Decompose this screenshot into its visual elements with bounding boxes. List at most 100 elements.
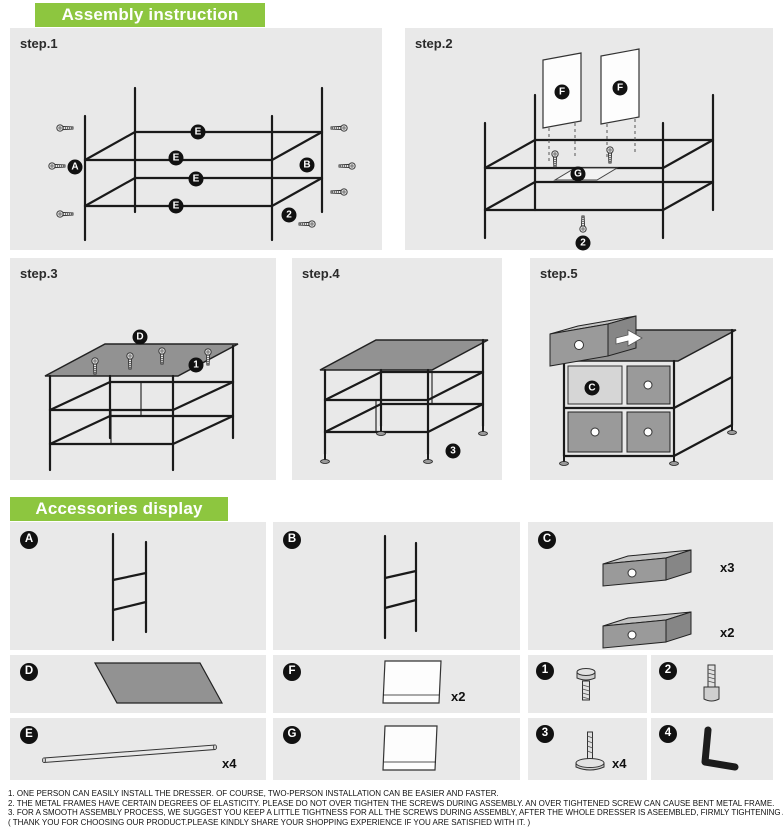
side-frame-left	[83, 86, 137, 242]
accessory-cell-a: A	[10, 522, 266, 650]
drawer-large-qty: x3	[720, 560, 735, 575]
step5-label: step.5	[540, 266, 578, 281]
drawer-being-inserted	[549, 315, 643, 367]
assembly-notes: 1. ONE PERSON CAN EASILY INSTALL THE DRE…	[8, 789, 783, 827]
drawer-box-small	[602, 611, 692, 649]
middle-divider	[553, 167, 619, 181]
step3-frame-drawing	[44, 343, 239, 472]
accessories-title-banner: Accessories display	[10, 497, 228, 521]
step1-label: step.1	[20, 36, 58, 51]
callout-C: C	[584, 380, 600, 396]
foot-icon	[375, 425, 387, 437]
fabric-panel-g-icon	[382, 725, 438, 771]
accessory-cell-b: B	[273, 522, 520, 650]
screw-icon	[298, 220, 316, 228]
badge-E: E	[20, 726, 38, 744]
callout-E: E	[190, 124, 206, 140]
badge-G: G	[283, 726, 301, 744]
step5-dresser-drawing	[549, 315, 738, 467]
accessory-cell-d: D	[10, 655, 266, 713]
callout-2: 2	[281, 207, 297, 223]
side-frame-right	[270, 86, 324, 242]
fabric-panel-f-icon	[382, 660, 442, 704]
badge-2: 2	[659, 662, 677, 680]
fabric-divider-panels	[542, 48, 640, 162]
step2-frame-drawing	[483, 48, 715, 240]
note-2: 2. THE METAL FRAMES HAVE CERTAIN DEGREES…	[8, 798, 775, 808]
callout-3: 3	[445, 443, 461, 459]
badge-1: 1	[536, 662, 554, 680]
callout-A: A	[67, 159, 83, 175]
side-frame-a-icon	[111, 532, 148, 642]
callout-E: E	[168, 150, 184, 166]
side-frame-b-icon	[383, 534, 418, 640]
callout-F: F	[554, 84, 570, 100]
badge-4: 4	[659, 725, 677, 743]
screw-icon	[330, 124, 348, 132]
step3-label: step.3	[20, 266, 58, 281]
badge-3: 3	[536, 725, 554, 743]
assembly-title-banner: Assembly instruction	[35, 3, 265, 27]
accessory-cell-1: 1	[528, 655, 647, 713]
screw-icon	[48, 162, 66, 170]
screw-icon	[56, 210, 74, 218]
accessory-cell-f: F x2	[273, 655, 520, 713]
leveling-foot-icon	[575, 731, 605, 771]
foot-screw-icon	[576, 668, 596, 701]
accessory-cell-3: 3 x4	[528, 718, 647, 780]
allen-key-icon	[701, 726, 739, 771]
frame-body	[48, 344, 235, 472]
assembly-title: Assembly instruction	[61, 5, 239, 24]
callout-2: 2	[575, 235, 591, 251]
accessory-cell-4: 4	[651, 718, 773, 780]
step4-frame-drawing	[319, 338, 489, 465]
installed-drawers	[567, 365, 671, 453]
fabric-panel-qty: x2	[451, 689, 466, 704]
screw-icons	[551, 146, 614, 233]
frame-body	[323, 338, 485, 456]
callout-E: E	[188, 171, 204, 187]
step4-panel: step.4	[292, 258, 502, 480]
screw-icon	[579, 215, 587, 233]
step3-panel: step.3	[10, 258, 276, 480]
step1-panel: step.1	[10, 28, 382, 250]
accessory-cell-e: E x4	[10, 718, 266, 780]
note-1: 1. ONE PERSON CAN EASILY INSTALL THE DRE…	[8, 789, 499, 798]
badge-F: F	[283, 663, 301, 681]
step2-panel: step.2	[405, 28, 773, 251]
support-rod-icon	[42, 744, 217, 764]
callout-F: F	[612, 80, 628, 96]
foot-qty: x4	[612, 756, 627, 771]
step2-label: step.2	[415, 36, 453, 51]
foot-icon	[668, 455, 680, 467]
screw-icon	[56, 124, 74, 132]
insert-arrow-icon	[615, 329, 643, 347]
note-4: ( THANK YOU FOR CHOOSING OUR PRODUCT.PLE…	[8, 817, 531, 827]
step5-panel: step.5	[530, 258, 773, 480]
foot-icon	[477, 425, 489, 437]
frame-body	[562, 328, 734, 458]
foot-icon	[558, 455, 570, 467]
callout-D: D	[132, 329, 148, 345]
bolt-screw-icon	[703, 664, 720, 702]
drawer-small-qty: x2	[720, 625, 735, 640]
top-board-icon	[93, 662, 224, 704]
badge-C: C	[538, 531, 556, 549]
screw-icon	[551, 150, 559, 168]
callout-1: 1	[188, 357, 204, 373]
assembled-frame	[483, 93, 715, 240]
callout-G: G	[570, 166, 586, 182]
note-3: 3. FOR A SMOOTH ASSEMBLY PROCESS, WE SUG…	[8, 808, 783, 818]
screw-icon	[330, 188, 348, 196]
badge-D: D	[20, 663, 38, 681]
top-board	[319, 339, 489, 371]
accessories-title: Accessories display	[35, 499, 203, 518]
callout-E: E	[168, 198, 184, 214]
step4-label: step.4	[302, 266, 340, 281]
callout-B: B	[299, 157, 315, 173]
drawer-box-large	[602, 549, 692, 587]
drawer-boxes-icon	[602, 549, 692, 649]
accessory-cell-2: 2	[651, 655, 773, 713]
rod-qty: x4	[222, 756, 237, 771]
